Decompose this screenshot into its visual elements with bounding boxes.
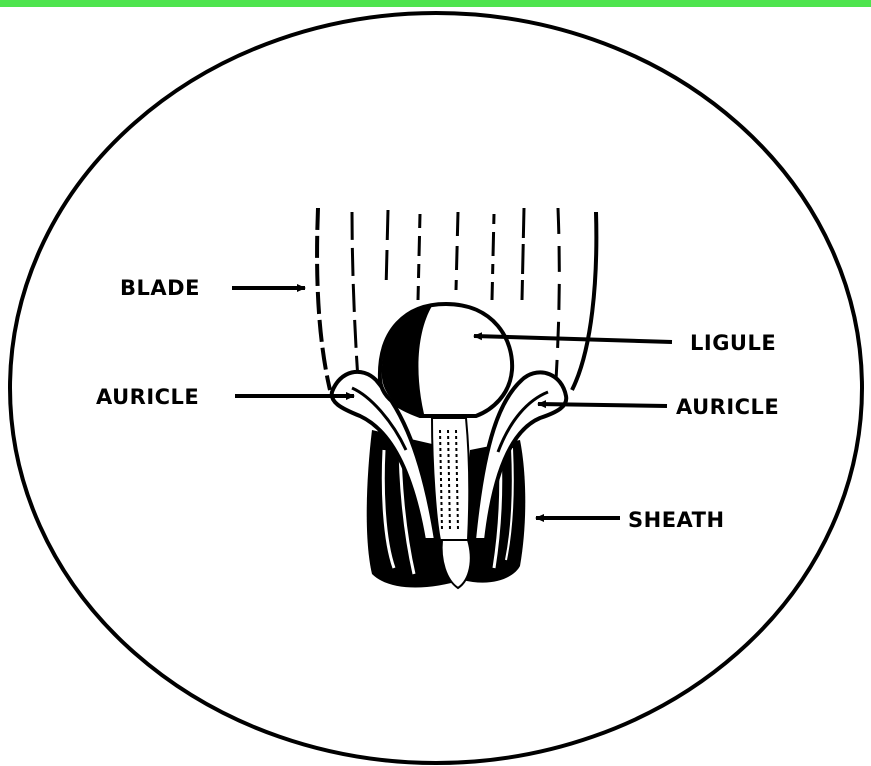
blade-vein xyxy=(386,210,388,290)
blade-vein xyxy=(522,208,524,300)
auricle-right-pointer xyxy=(538,404,667,406)
label-auricle-left: AURICLE xyxy=(96,385,199,409)
blade-left-edge xyxy=(317,208,330,390)
ligule xyxy=(380,304,512,416)
blade-vein xyxy=(418,214,420,300)
blade-vein xyxy=(492,214,494,300)
blade-vein xyxy=(352,212,358,380)
label-auricle-right: AURICLE xyxy=(676,395,779,419)
blade-right-edge xyxy=(572,212,596,390)
label-ligule: LIGULE xyxy=(690,331,776,355)
label-sheath: SHEATH xyxy=(628,508,725,532)
blade-vein xyxy=(556,208,559,380)
label-blade: BLADE xyxy=(120,276,200,300)
blade-vein xyxy=(456,212,458,290)
